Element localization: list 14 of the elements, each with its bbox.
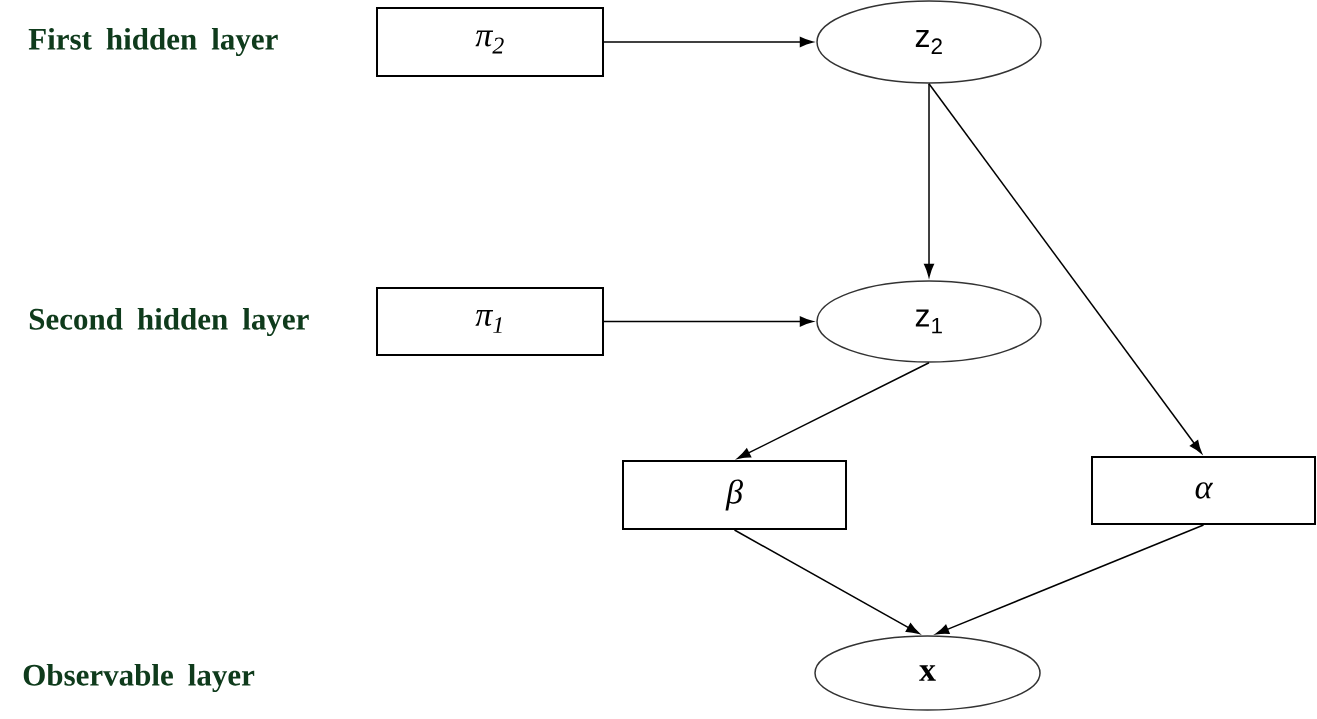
variable-box: α — [1091, 456, 1316, 525]
arrow — [733, 529, 920, 635]
arrow — [603, 316, 814, 327]
variable-box: π$_{2}$ — [376, 7, 604, 77]
layer-label: Observable layer — [23, 663, 255, 693]
arrow — [603, 37, 814, 47]
layer-label: Second hidden layer — [29, 307, 309, 337]
arrow — [737, 362, 930, 459]
arrow — [935, 524, 1205, 635]
layer-label: First hidden layer — [28, 27, 278, 57]
variable-box: β — [622, 460, 847, 530]
arrow — [928, 83, 1202, 454]
variable-box: π$_{1}$ — [376, 287, 604, 356]
arrow — [924, 83, 934, 278]
